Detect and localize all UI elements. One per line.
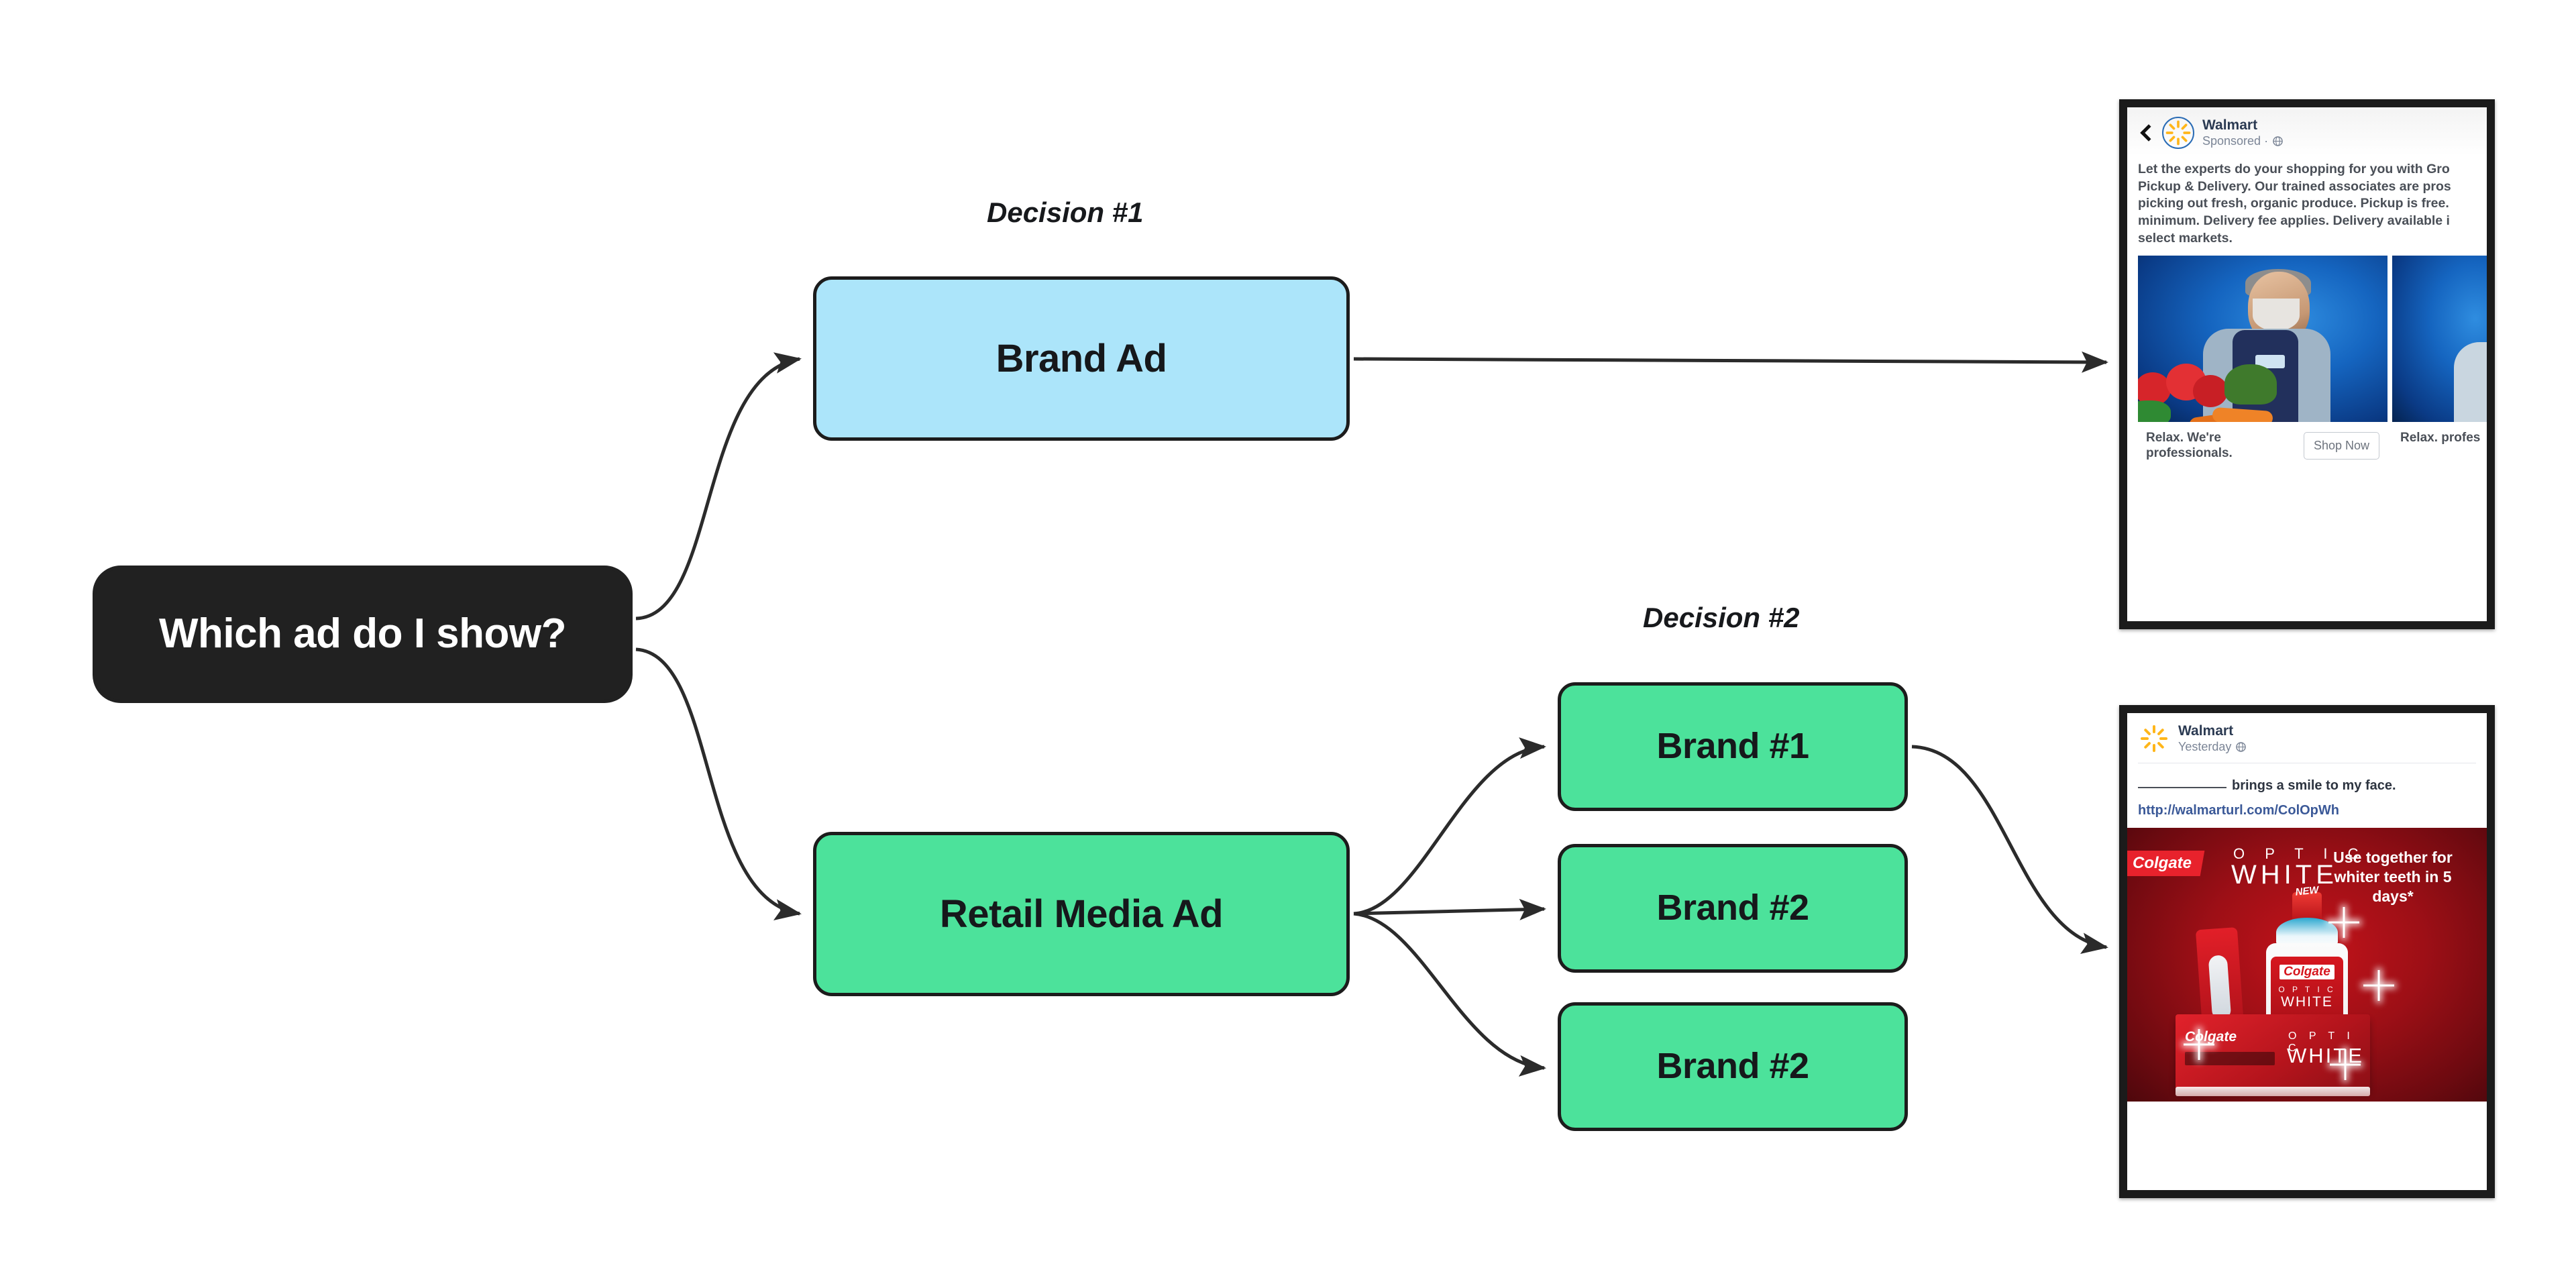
post-body-text: Let the experts do your shopping for you… bbox=[2138, 162, 2451, 246]
carrot-icon bbox=[2212, 407, 2273, 422]
colgate-logo-text: Colgate bbox=[2133, 854, 2192, 872]
box-optic-text: O P T I C bbox=[2288, 1030, 2355, 1054]
edge-retail-to-brand-2a bbox=[1353, 898, 1546, 920]
box-claim-strip bbox=[2185, 1052, 2275, 1065]
caption-decision-2: Decision #2 bbox=[1643, 602, 1800, 633]
node-root-label: Which ad do I show? bbox=[158, 610, 567, 657]
bottle-white-text: WHITE bbox=[2281, 994, 2333, 1010]
produce-group bbox=[2138, 362, 2318, 422]
node-brand-2b-label: Brand #2 bbox=[1656, 1046, 1809, 1087]
white-wordmark: WHITE bbox=[2231, 860, 2338, 890]
display-base bbox=[2176, 1087, 2370, 1096]
associate-name-badge bbox=[2255, 355, 2285, 369]
post-meta-label: Yesterday bbox=[2178, 739, 2232, 753]
bottle-optic-text: O P T I C bbox=[2278, 985, 2336, 994]
tomato-icon bbox=[2193, 374, 2229, 407]
carousel-cta-row-1: Relax. We're professionals. Shop Now bbox=[2138, 421, 2387, 472]
back-chevron-icon[interactable] bbox=[2137, 124, 2154, 142]
page-name: Walmart bbox=[2178, 723, 2234, 739]
bottle-brand-text: Colgate bbox=[2279, 965, 2334, 979]
walmart-spark-icon bbox=[2138, 722, 2170, 755]
page-name: Walmart bbox=[2202, 117, 2258, 133]
ad-carousel[interactable]: Relax. We're professionals. Shop Now Rel… bbox=[2127, 255, 2487, 472]
node-retail-media-ad-label: Retail Media Ad bbox=[939, 892, 1224, 936]
carousel-cta-row-2: Relax. profes bbox=[2392, 421, 2487, 456]
post-meta-label: Sponsored · bbox=[2202, 133, 2269, 148]
edge-root-to-brand-ad bbox=[635, 352, 802, 621]
node-brand-1-label: Brand #1 bbox=[1656, 726, 1809, 767]
post-meta: Yesterday bbox=[2178, 739, 2247, 754]
box-white-text: WHITE bbox=[2287, 1044, 2364, 1067]
toothpaste-box: Colgate O P T I C WHITE bbox=[2176, 1014, 2370, 1089]
node-retail-media-ad[interactable]: Retail Media Ad bbox=[813, 832, 1350, 996]
edge-brand-ad-to-walmart-ad bbox=[1353, 351, 2108, 373]
post-author-block: Walmart Yesterday bbox=[2178, 723, 2247, 754]
associate-shirt bbox=[2454, 341, 2487, 422]
blank-fill-in-line bbox=[2138, 787, 2226, 788]
pepper-icon bbox=[2138, 400, 2171, 422]
caption-decision-1: Decision #1 bbox=[987, 197, 1144, 228]
node-brand-2a-label: Brand #2 bbox=[1656, 888, 1809, 928]
box-brand-text: Colgate bbox=[2185, 1029, 2237, 1044]
edge-retail-to-brand-1 bbox=[1353, 737, 1546, 916]
post-author-block: Walmart Sponsored · bbox=[2202, 117, 2283, 148]
bottle-cap bbox=[2292, 892, 2322, 922]
node-root-question[interactable]: Which ad do I show? bbox=[93, 566, 633, 703]
associate-beard bbox=[2253, 299, 2300, 331]
carousel-headline-1: Relax. We're professionals. bbox=[2146, 430, 2233, 461]
colgate-creative-image: Colgate O P T I C WHITE Use together for… bbox=[2127, 828, 2487, 1102]
sparkle-icon bbox=[2363, 970, 2394, 1001]
carousel-photo-associate bbox=[2138, 255, 2387, 422]
carousel-card-2[interactable]: Relax. profes bbox=[2392, 255, 2487, 472]
node-brand-2a[interactable]: Brand #2 bbox=[1558, 844, 1908, 973]
post-meta: Sponsored · bbox=[2202, 134, 2283, 148]
ad-inner-walmart: Walmart Sponsored · Let the experts do y… bbox=[2127, 107, 2487, 621]
creative-claim-text: Use together for whiter teeth in 5 days* bbox=[2333, 849, 2453, 905]
post-link[interactable]: http://walmarturl.com/ColOpWh bbox=[2138, 803, 2339, 818]
new-badge: NEW bbox=[2294, 884, 2320, 898]
carousel-card-1[interactable]: Relax. We're professionals. Shop Now bbox=[2138, 255, 2387, 472]
post-status-row: brings a smile to my face. bbox=[2127, 763, 2487, 800]
node-brand-ad[interactable]: Brand Ad bbox=[813, 276, 1350, 441]
bottle-shoulder bbox=[2276, 918, 2338, 947]
node-brand-2b[interactable]: Brand #2 bbox=[1558, 1002, 1908, 1131]
optic-wordmark: O P T I C bbox=[2233, 845, 2367, 862]
ad-card-colgate[interactable]: Walmart Yesterday brings a smile to my f… bbox=[2119, 705, 2495, 1198]
facebook-post-header: Walmart Sponsored · bbox=[2127, 107, 2487, 156]
edge-retail-to-brand-2b bbox=[1353, 912, 1546, 1077]
globe-icon bbox=[2273, 136, 2283, 146]
tomato-icon bbox=[2138, 372, 2171, 406]
facebook-post-header-colgate: Walmart Yesterday bbox=[2127, 713, 2487, 761]
carousel-headline-2: Relax. profes bbox=[2400, 430, 2481, 445]
shop-now-button[interactable]: Shop Now bbox=[2303, 431, 2379, 460]
colgate-logo: Colgate bbox=[2127, 851, 2205, 876]
globe-icon bbox=[2236, 742, 2247, 752]
ad-inner-colgate: Walmart Yesterday brings a smile to my f… bbox=[2127, 713, 2487, 1190]
node-brand-1[interactable]: Brand #1 bbox=[1558, 682, 1908, 811]
node-brand-ad-label: Brand Ad bbox=[996, 336, 1167, 380]
walmart-spark-icon bbox=[2162, 117, 2194, 149]
post-status-text: brings a smile to my face. bbox=[2232, 778, 2396, 793]
edge-brand-1-to-colgate-ad bbox=[1911, 745, 2108, 954]
broccoli-icon bbox=[2224, 364, 2277, 405]
carousel-photo-associate-2 bbox=[2392, 255, 2487, 422]
edge-root-to-retail-media-ad bbox=[635, 647, 802, 920]
ad-card-walmart-carousel[interactable]: Walmart Sponsored · Let the experts do y… bbox=[2119, 99, 2495, 629]
